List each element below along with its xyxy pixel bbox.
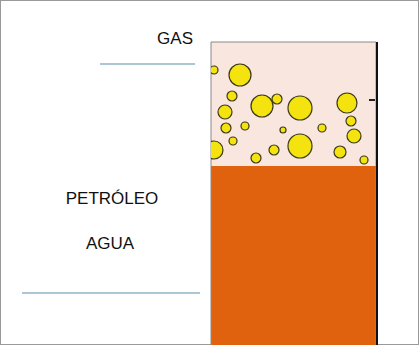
gas-bubble: [211, 141, 223, 159]
gas-bubble: [318, 124, 326, 132]
gas-bubble: [272, 94, 282, 104]
bubble-fragment: [369, 99, 375, 101]
gas-bubble: [229, 64, 251, 86]
zone-label: GAS: [157, 30, 193, 47]
gas-bubble: [280, 127, 286, 133]
column-edge: [376, 42, 378, 345]
gas-bubble: [288, 134, 312, 158]
gas-bubble: [221, 123, 231, 133]
gas-bubble: [337, 93, 357, 113]
gas-bubble: [360, 156, 368, 164]
gas-divider: [100, 63, 195, 65]
gas-bubble: [251, 95, 273, 117]
zone-label: PETRÓLEO: [66, 190, 159, 207]
gas-bubble: [288, 96, 312, 120]
gas-zone: [211, 42, 376, 166]
gas-bubble: [347, 129, 361, 143]
gas-bubbles: [211, 64, 375, 164]
oil-water-zone: [211, 166, 376, 345]
gas-bubble: [211, 66, 218, 74]
gas-bubble: [227, 91, 237, 101]
gas-bubble: [251, 153, 261, 163]
water-divider: [22, 292, 200, 294]
zone-label: AGUA: [86, 235, 134, 252]
gas-bubble: [334, 146, 346, 158]
gas-bubble: [229, 137, 237, 145]
gas-bubble: [269, 145, 279, 155]
gas-bubble: [241, 122, 249, 130]
gas-bubble: [346, 116, 356, 126]
gas-bubble: [218, 105, 232, 119]
column-outline: [211, 42, 376, 345]
